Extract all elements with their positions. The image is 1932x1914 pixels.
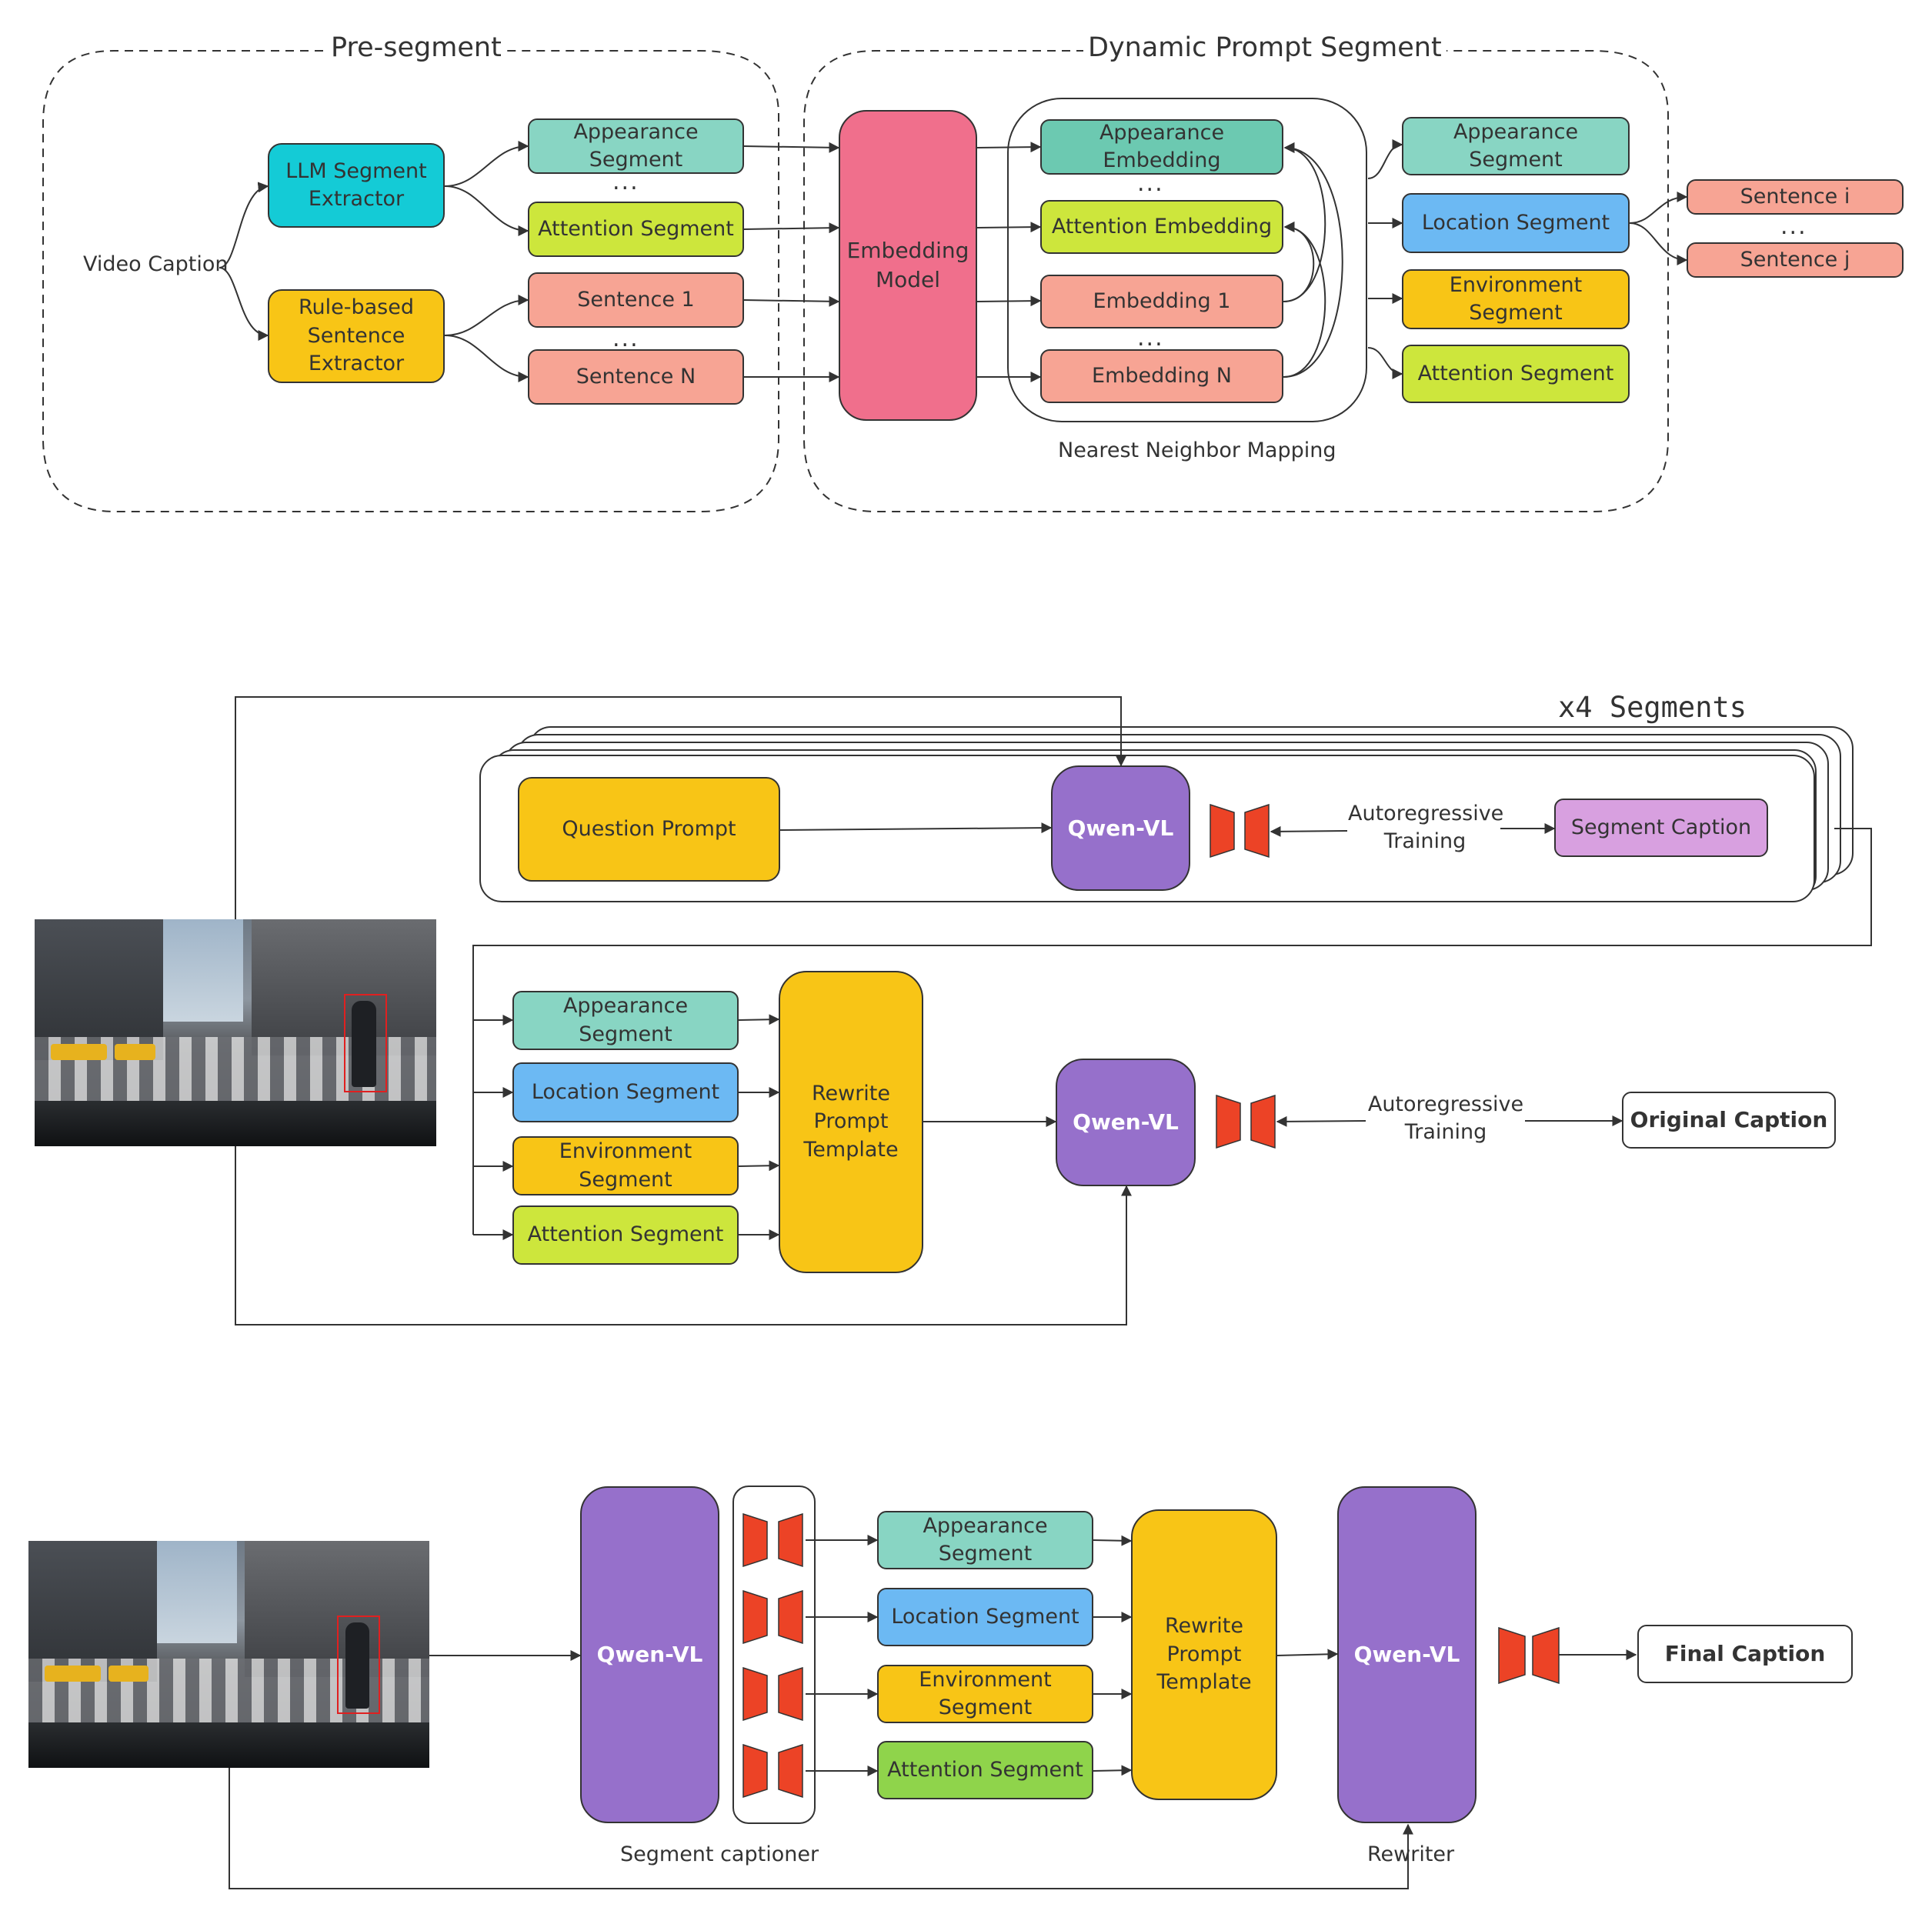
nearest-neighbor-container	[1007, 98, 1367, 422]
sentence-i: Sentence i	[1687, 179, 1904, 215]
rewriter-label: Rewriter	[1367, 1842, 1455, 1866]
x4-segments-label: x4 Segments	[1558, 691, 1747, 724]
question-prompt: Question Prompt	[518, 777, 780, 882]
street-scene-image	[35, 919, 436, 1146]
appearance-segment: Appearance Segment	[512, 991, 739, 1050]
hourglass-decoder-icon	[742, 1589, 768, 1645]
ellipsis: ...	[612, 325, 639, 352]
output-location-segment: Location Segment	[1402, 193, 1630, 253]
location-segment: Location Segment	[512, 1062, 739, 1122]
sentence-1: Sentence 1	[528, 272, 744, 328]
hourglass-decoder-icon	[742, 1512, 768, 1568]
appearance-segment: Appearance Segment	[877, 1511, 1093, 1569]
attention-segment: Attention Segment	[877, 1741, 1093, 1799]
dynamic-segment-title: Dynamic Prompt Segment	[1083, 32, 1446, 63]
ellipsis: ...	[1780, 213, 1807, 240]
llm-segment-extractor: LLM Segment Extractor	[268, 143, 445, 228]
autoregressive-training-label: Autoregressive Training	[1348, 802, 1504, 854]
segment-caption: Segment Caption	[1554, 799, 1768, 857]
segment-captioner-label: Segment captioner	[620, 1842, 819, 1866]
output-attention-segment: Attention Segment	[1402, 345, 1630, 403]
decoder-icons	[742, 803, 1560, 1799]
pre-segment-title: Pre-segment	[326, 32, 506, 63]
attention-segment: Attention Segment	[512, 1205, 739, 1265]
rewrite-prompt-template: Rewrite Prompt Template	[779, 971, 923, 1273]
embedding-1: Embedding 1	[1040, 275, 1283, 328]
ellipsis: ...	[1137, 170, 1164, 197]
environment-segment: Environment Segment	[512, 1136, 739, 1195]
appearance-segment: Appearance Segment	[528, 118, 744, 174]
output-appearance-segment: Appearance Segment	[1402, 117, 1630, 175]
street-scene-image	[28, 1541, 429, 1768]
location-segment: Location Segment	[877, 1588, 1093, 1646]
hourglass-decoder-icon	[1216, 1094, 1241, 1149]
environment-segment: Environment Segment	[877, 1665, 1093, 1723]
autoregressive-training-label: Autoregressive Training	[1367, 1092, 1524, 1145]
appearance-embedding: Appearance Embedding	[1040, 119, 1283, 175]
hourglass-decoder-icon	[742, 1666, 768, 1722]
dynamic-segment-group-border	[803, 50, 1669, 512]
attention-embedding: Attention Embedding	[1040, 200, 1283, 254]
rewrite-prompt-template: Rewrite Prompt Template	[1131, 1509, 1277, 1800]
segment-captioner-container	[732, 1486, 816, 1824]
final-caption: Final Caption	[1637, 1625, 1853, 1683]
nearest-neighbor-mapping-label: Nearest Neighbor Mapping	[1058, 438, 1336, 462]
hourglass-decoder-icon	[1498, 1626, 1526, 1685]
hourglass-decoder-icon	[1210, 803, 1235, 859]
sentence-j: Sentence j	[1687, 242, 1904, 278]
video-caption-label: Video Caption	[83, 252, 229, 276]
qwen-vl-rewriter: Qwen-VL	[1337, 1486, 1477, 1823]
attention-segment: Attention Segment	[528, 202, 744, 257]
original-caption: Original Caption	[1622, 1092, 1836, 1149]
rule-based-sentence-extractor: Rule-based Sentence Extractor	[268, 289, 445, 383]
ellipsis: ...	[612, 168, 639, 195]
qwen-vl-segment-captioner: Qwen-VL	[580, 1486, 719, 1823]
ellipsis: ...	[1137, 325, 1164, 352]
sentence-n: Sentence N	[528, 349, 744, 405]
qwen-vl-rewrite-training: Qwen-VL	[1056, 1059, 1196, 1186]
embedding-model: Embedding Model	[839, 110, 977, 421]
qwen-vl-training-segment: Qwen-VL	[1051, 765, 1190, 891]
hourglass-decoder-icon	[742, 1743, 768, 1799]
output-environment-segment: Environment Segment	[1402, 269, 1630, 329]
embedding-n: Embedding N	[1040, 349, 1283, 403]
